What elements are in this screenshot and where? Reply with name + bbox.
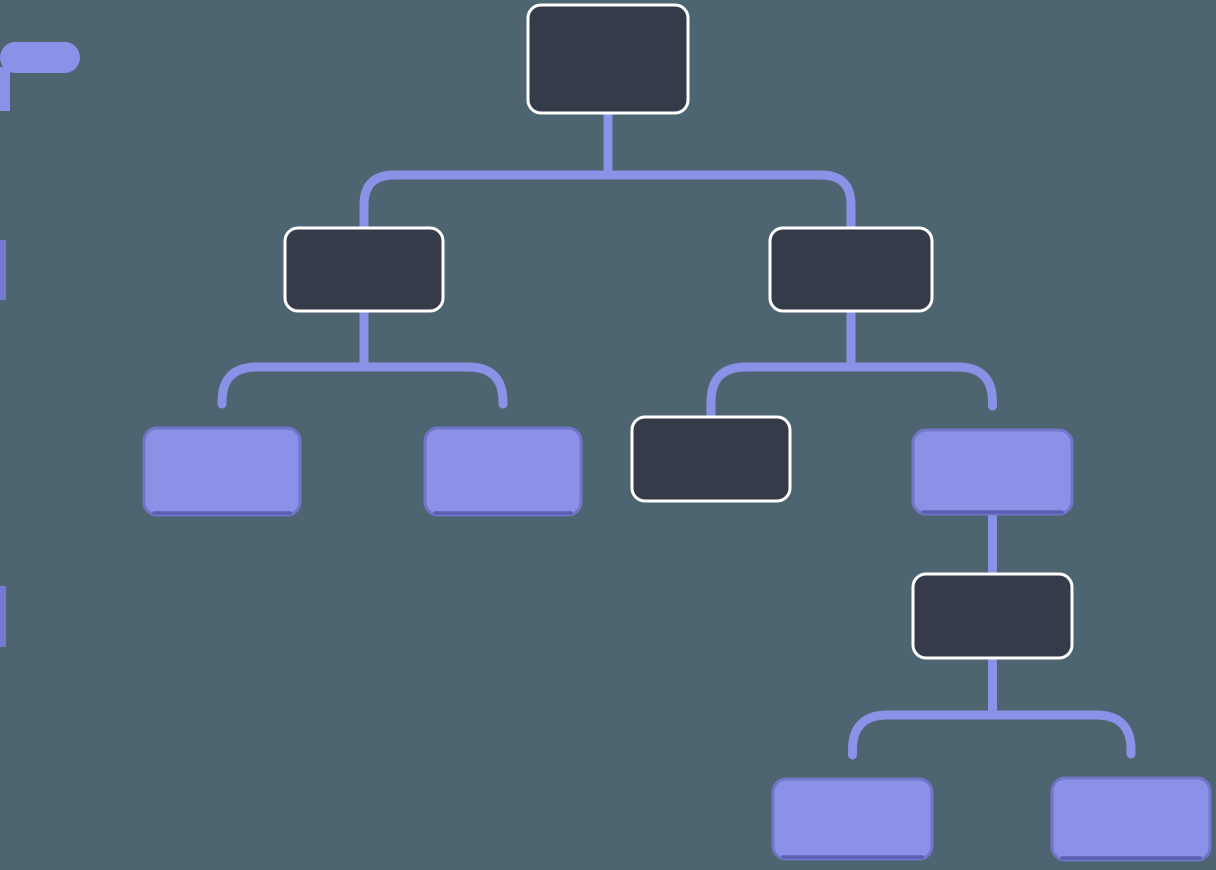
root-pill-icon <box>0 42 80 111</box>
split-line-icon <box>0 586 6 647</box>
node-leaf-2[interactable] <box>423 426 583 517</box>
edges-layer <box>217 106 1136 760</box>
nodes-layer <box>142 3 1212 862</box>
node-branch-left[interactable] <box>283 226 445 313</box>
node-node-mid[interactable] <box>630 415 792 503</box>
edge-branch-bottom-out <box>848 651 1136 760</box>
edge-root-to-branches <box>359 106 856 237</box>
node-leaf-4[interactable] <box>771 777 934 861</box>
node-leaf-5[interactable] <box>1050 776 1212 862</box>
node-leaf-3[interactable] <box>911 428 1074 516</box>
edge-branch-left-out <box>217 304 508 409</box>
node-branch-bottom[interactable] <box>911 572 1074 660</box>
edge-branch-right-out <box>706 304 997 426</box>
node-root[interactable] <box>526 3 690 115</box>
split-line-icon <box>0 240 6 300</box>
node-leaf-1[interactable] <box>142 426 302 517</box>
icons-layer <box>0 42 80 647</box>
node-branch-right[interactable] <box>768 226 934 313</box>
